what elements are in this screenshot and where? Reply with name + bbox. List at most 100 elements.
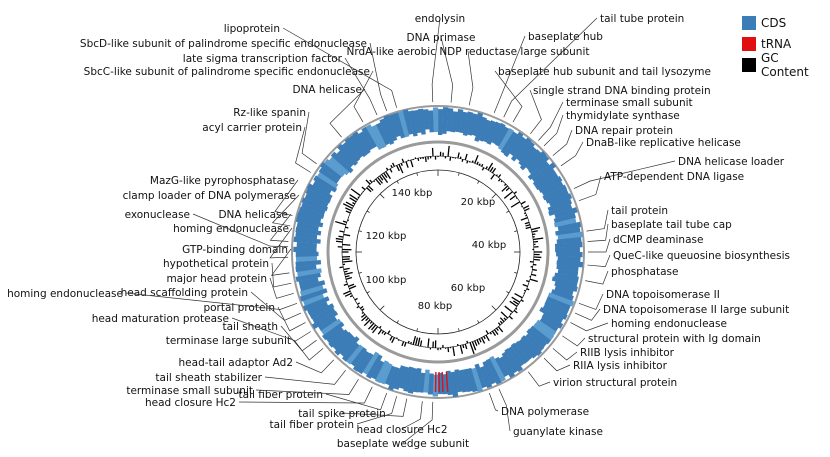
scale-tick [458,172,460,176]
gene-label: SbcC-like subunit of palindrome specific… [84,66,370,78]
gc-spike [414,337,419,346]
cds-segment [319,161,342,181]
cds-segment [301,197,329,212]
scale-tick [514,230,518,232]
scale-tick [379,193,385,199]
gc-spike [532,233,536,236]
cds-segment [438,109,444,136]
gene-label: guanylate kinase [513,426,603,438]
cds-segment [365,354,383,379]
cds-segment [479,366,493,389]
gc-spike [489,166,494,172]
cds-segment [519,149,542,171]
cds-segment [362,351,380,375]
gene-label: terminase large subunit [166,335,291,347]
gc-spike [520,299,524,302]
gc-spike [508,315,513,320]
cds-segment [532,322,554,341]
gc-spike [481,167,485,171]
gc-spike [533,237,544,241]
gc-spike [427,338,430,348]
gene-label: DNA topoisomerase II [606,289,720,301]
gc-spike [343,233,351,237]
gene-label: late sigma transcription factor [183,53,343,65]
gene-leader-line [369,42,388,112]
cds-segment [293,236,321,244]
gc-spike [526,288,530,291]
gc-spike [389,168,393,173]
cds-segment [542,184,568,201]
gene-label: tail spike protein [298,408,386,420]
cds-segment [297,268,322,277]
gene-leader-line [503,17,598,118]
gc-spike [365,317,369,322]
scale-tick [458,328,460,332]
cds-segment [454,108,464,133]
cds-segment [407,367,418,394]
cds-segment [548,193,573,207]
gene-leader-line [467,50,474,106]
cds-segment [556,236,582,244]
gc-spike [449,156,452,161]
gene-leader-line [586,209,609,232]
gc-spike [464,153,468,161]
cds-segment [557,221,582,231]
gc-spike [361,315,368,322]
gc-spike [489,332,492,335]
gc-content-track [335,145,544,357]
gc-spike [359,305,364,309]
cds-segment [554,272,579,282]
gc-swatch [742,57,756,72]
gene-leader-line [271,194,300,227]
scale-tick-label: 80 kbp [418,301,452,312]
gene-leader-line [562,335,586,347]
gc-spike [412,335,417,345]
gc-spike [396,337,398,339]
gc-spike [377,329,383,335]
gene-label: thymidylate synthase [566,110,680,122]
cds-segment [482,360,497,385]
gene-leader-line [269,227,293,259]
cds-segment [510,137,532,162]
gc-spike [405,161,409,168]
cds-segment [525,150,547,171]
cds-track [293,107,584,398]
cds-segment [520,335,542,357]
gc-spike [357,302,361,305]
cds-segment [556,252,583,258]
gene-label: RIIB lysis inhibitor [580,347,675,359]
cds-segment [379,362,393,385]
cds-segment [309,303,335,320]
legend-item-trna: tRNA [742,33,830,54]
gc-spike [525,226,531,230]
ring-layer [291,105,585,399]
scale-tick [506,210,510,213]
gc-spike [498,178,501,182]
gc-spike [471,160,474,163]
gene-label: head maturation protease [92,313,229,325]
cds-segment [462,111,474,137]
cds-segment [306,183,333,200]
gc-spike [504,183,507,186]
gene-leader-line [402,401,434,444]
gene-leader-line [538,101,564,141]
gc-spike [497,322,501,326]
cds-segment [328,329,349,348]
gc-spike [520,200,526,205]
gc-spike [403,342,407,347]
cds-segment [556,260,584,268]
gc-spike [391,337,395,344]
cds-segment [328,156,350,176]
cds-segment [535,319,557,337]
gc-spike [336,240,343,243]
gc-spike [469,342,475,355]
gc-spike [523,205,530,209]
gc-spike [356,305,360,309]
cds-segment [379,118,395,145]
gc-spike [529,278,538,283]
gene-leader-line [401,401,423,430]
gc-spike [466,340,469,344]
cds-segment [371,124,387,149]
